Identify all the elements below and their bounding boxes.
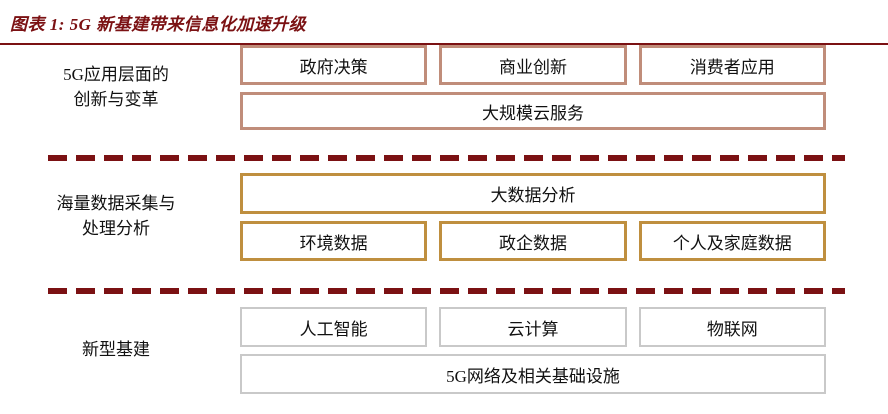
layer-application-label-line-2: 创新与变革 [73, 89, 159, 109]
box-large-scale-cloud-service[interactable]: 大规模云服务 [240, 92, 826, 130]
title-underline-rule [0, 43, 888, 45]
layer-infrastructure-label-line-1: 新型基建 [82, 340, 150, 360]
layer-infrastructure-label: 新型基建 [0, 338, 240, 363]
layer-application: 5G应用层面的 创新与变革 政府决策 商业创新 消费者应用 大规模云服务 [0, 45, 888, 130]
box-business-innovation[interactable]: 商业创新 [439, 45, 627, 85]
layer-application-row-2: 大规模云服务 [240, 92, 826, 130]
layer-application-row-1: 政府决策 商业创新 消费者应用 [240, 45, 826, 85]
box-big-data-analysis[interactable]: 大数据分析 [240, 173, 826, 214]
layer-infrastructure-body: 人工智能 云计算 物联网 5G网络及相关基础设施 [240, 307, 888, 394]
layer-data-label-line-1: 海量数据采集与 [56, 194, 176, 214]
layer-data-row-2: 环境数据 政企数据 个人及家庭数据 [240, 221, 826, 261]
box-internet-of-things[interactable]: 物联网 [638, 307, 826, 347]
box-environmental-data[interactable]: 环境数据 [240, 221, 428, 261]
layer-data-row-1: 大数据分析 [240, 173, 826, 214]
layer-infrastructure: 新型基建 人工智能 云计算 物联网 5G网络及相关基础设施 [0, 307, 888, 394]
layer-data-body: 大数据分析 环境数据 政企数据 个人及家庭数据 [240, 173, 888, 261]
box-personal-household-data[interactable]: 个人及家庭数据 [638, 221, 826, 261]
layer-application-body: 政府决策 商业创新 消费者应用 大规模云服务 [240, 45, 888, 130]
layer-infrastructure-row-1: 人工智能 云计算 物联网 [240, 307, 826, 347]
diagram-canvas: 5G应用层面的 创新与变革 政府决策 商业创新 消费者应用 大规模云服务 海量数… [0, 45, 888, 414]
layer-application-label: 5G应用层面的 创新与变革 [0, 63, 240, 112]
box-artificial-intelligence[interactable]: 人工智能 [240, 307, 428, 347]
box-government-decision[interactable]: 政府决策 [240, 45, 428, 85]
layer-data-label-line-2: 处理分析 [82, 219, 150, 238]
box-consumer-application[interactable]: 消费者应用 [638, 45, 826, 85]
figure-title: 图表 1: 5G 新基建带来信息化加速升级 [10, 15, 307, 34]
layer-infrastructure-row-2: 5G网络及相关基础设施 [240, 354, 826, 394]
box-cloud-computing[interactable]: 云计算 [439, 307, 627, 347]
box-5g-network-infrastructure[interactable]: 5G网络及相关基础设施 [240, 354, 826, 394]
separator-application-data [48, 155, 845, 161]
layer-data: 海量数据采集与 处理分析 大数据分析 环境数据 政企数据 个人及家庭数据 [0, 173, 888, 261]
layer-data-label: 海量数据采集与 处理分析 [0, 192, 240, 241]
separator-data-infrastructure [48, 288, 845, 294]
box-government-enterprise-data[interactable]: 政企数据 [439, 221, 627, 261]
layer-application-label-line-1: 5G应用层面的 [63, 64, 169, 84]
